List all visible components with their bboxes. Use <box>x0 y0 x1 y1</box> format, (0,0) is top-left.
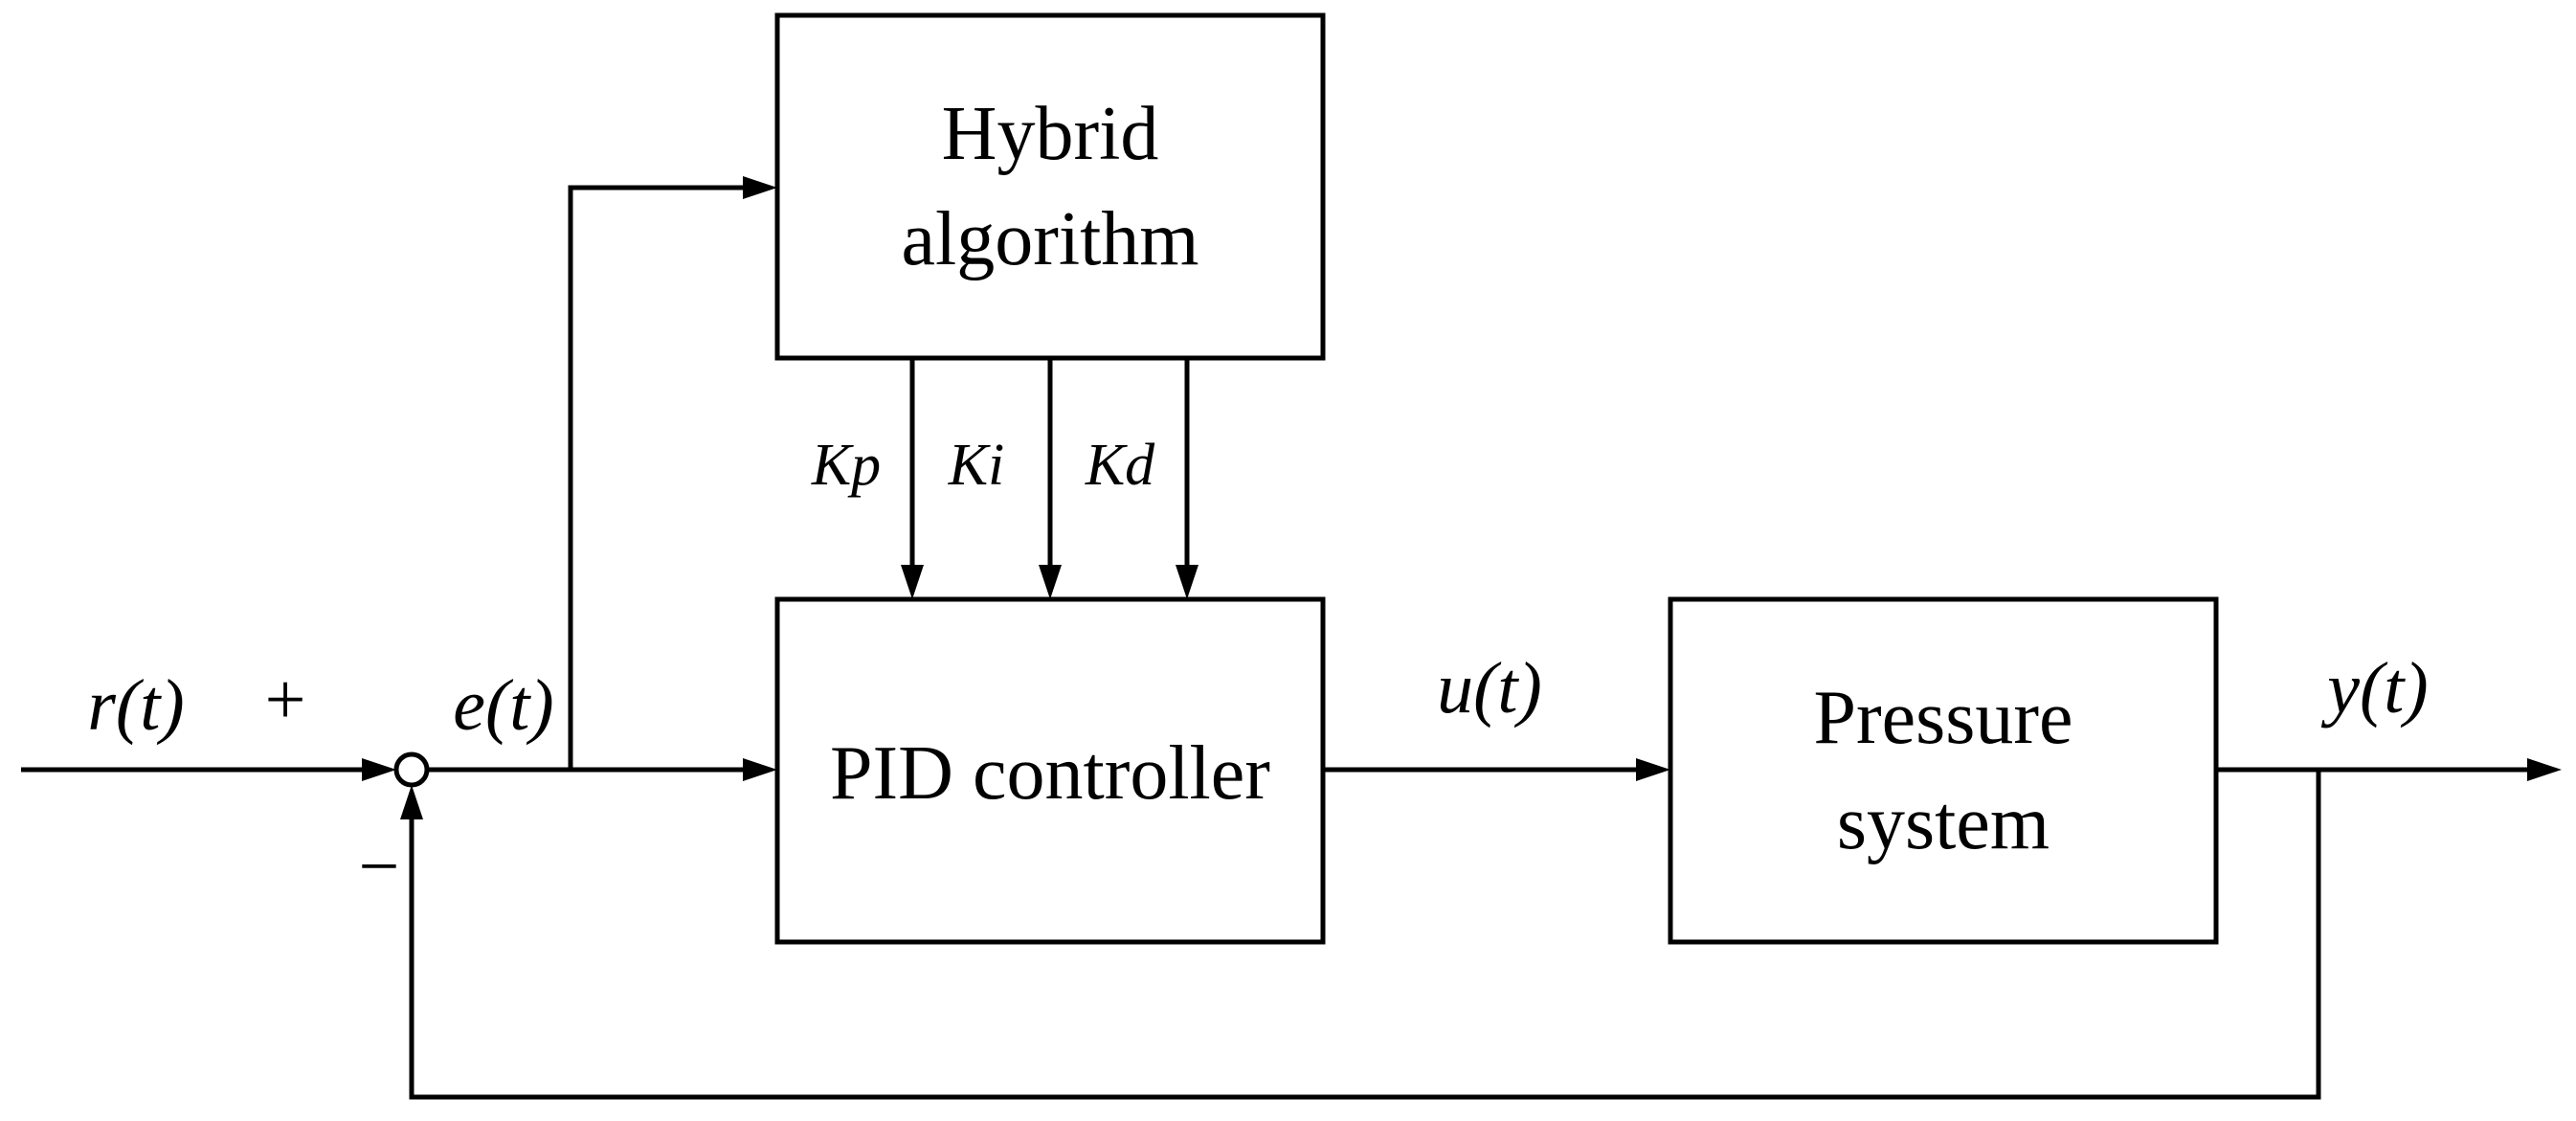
hybrid-block-label-line1: Hybrid <box>942 92 1159 176</box>
output-arrow-head <box>2527 758 2562 781</box>
plant-block-label-line2: system <box>1837 781 2050 865</box>
error-branch-line <box>568 185 743 770</box>
control-signal-label: u(t) <box>1437 648 1542 729</box>
control-arrow-head <box>1636 758 1670 781</box>
feedback-line <box>409 770 2321 1100</box>
ki-arrow-head <box>1039 565 1062 599</box>
minus-sign: − <box>359 826 400 907</box>
error-branch-arrow-head <box>743 176 777 199</box>
input-arrow-head <box>362 758 396 781</box>
hybrid-block-label-line2: algorithm <box>901 197 1198 281</box>
plant-block-label-line1: Pressure <box>1813 676 2072 760</box>
kd-label: Kd <box>1085 433 1155 498</box>
plus-sign: + <box>265 660 306 740</box>
pid-block-label: PID controller <box>830 731 1270 816</box>
error-arrow-head <box>743 758 777 781</box>
kp-label: Kp <box>811 433 881 498</box>
pid-controller-block <box>774 596 1326 945</box>
error-signal-label: e(t) <box>453 665 553 746</box>
kd-arrow-head <box>1176 565 1198 599</box>
summing-junction <box>393 751 430 788</box>
feedback-arrow-head <box>400 785 423 819</box>
kp-arrow-head <box>901 565 924 599</box>
hybrid-algorithm-block <box>774 12 1326 361</box>
output-signal-label: y(t) <box>2320 648 2428 729</box>
reference-signal-label: r(t) <box>87 665 184 746</box>
pressure-system-block <box>1668 596 2219 945</box>
ki-label: Ki <box>948 433 1005 498</box>
